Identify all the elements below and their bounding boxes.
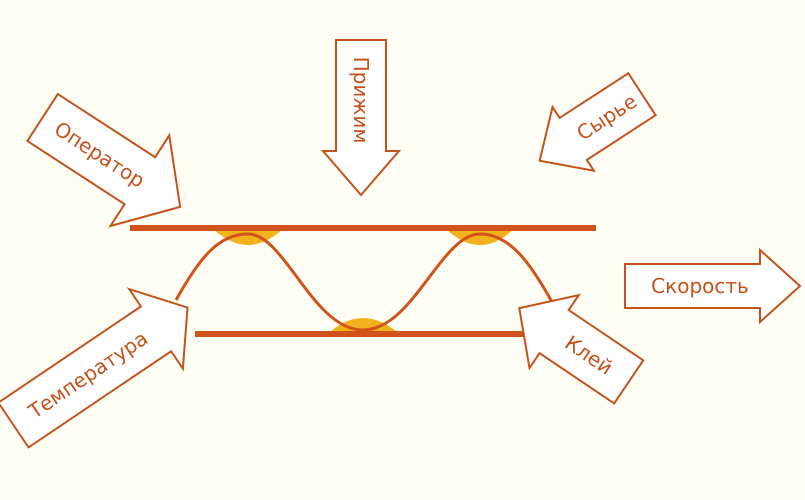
arrow-temperature: Температура <box>0 287 189 449</box>
glue-spot-bottom <box>330 318 397 332</box>
arrow-raw-material: Сырье <box>538 71 657 173</box>
label-press: Прижим <box>349 57 373 144</box>
arrow-glue: Клей <box>518 293 645 405</box>
fluting-wave <box>174 232 554 332</box>
glue-spot-top-left <box>213 229 283 245</box>
arrow-press: Прижим <box>320 39 402 197</box>
arrow-speed: Скорость <box>624 247 802 325</box>
label-speed: Скорость <box>651 274 749 298</box>
